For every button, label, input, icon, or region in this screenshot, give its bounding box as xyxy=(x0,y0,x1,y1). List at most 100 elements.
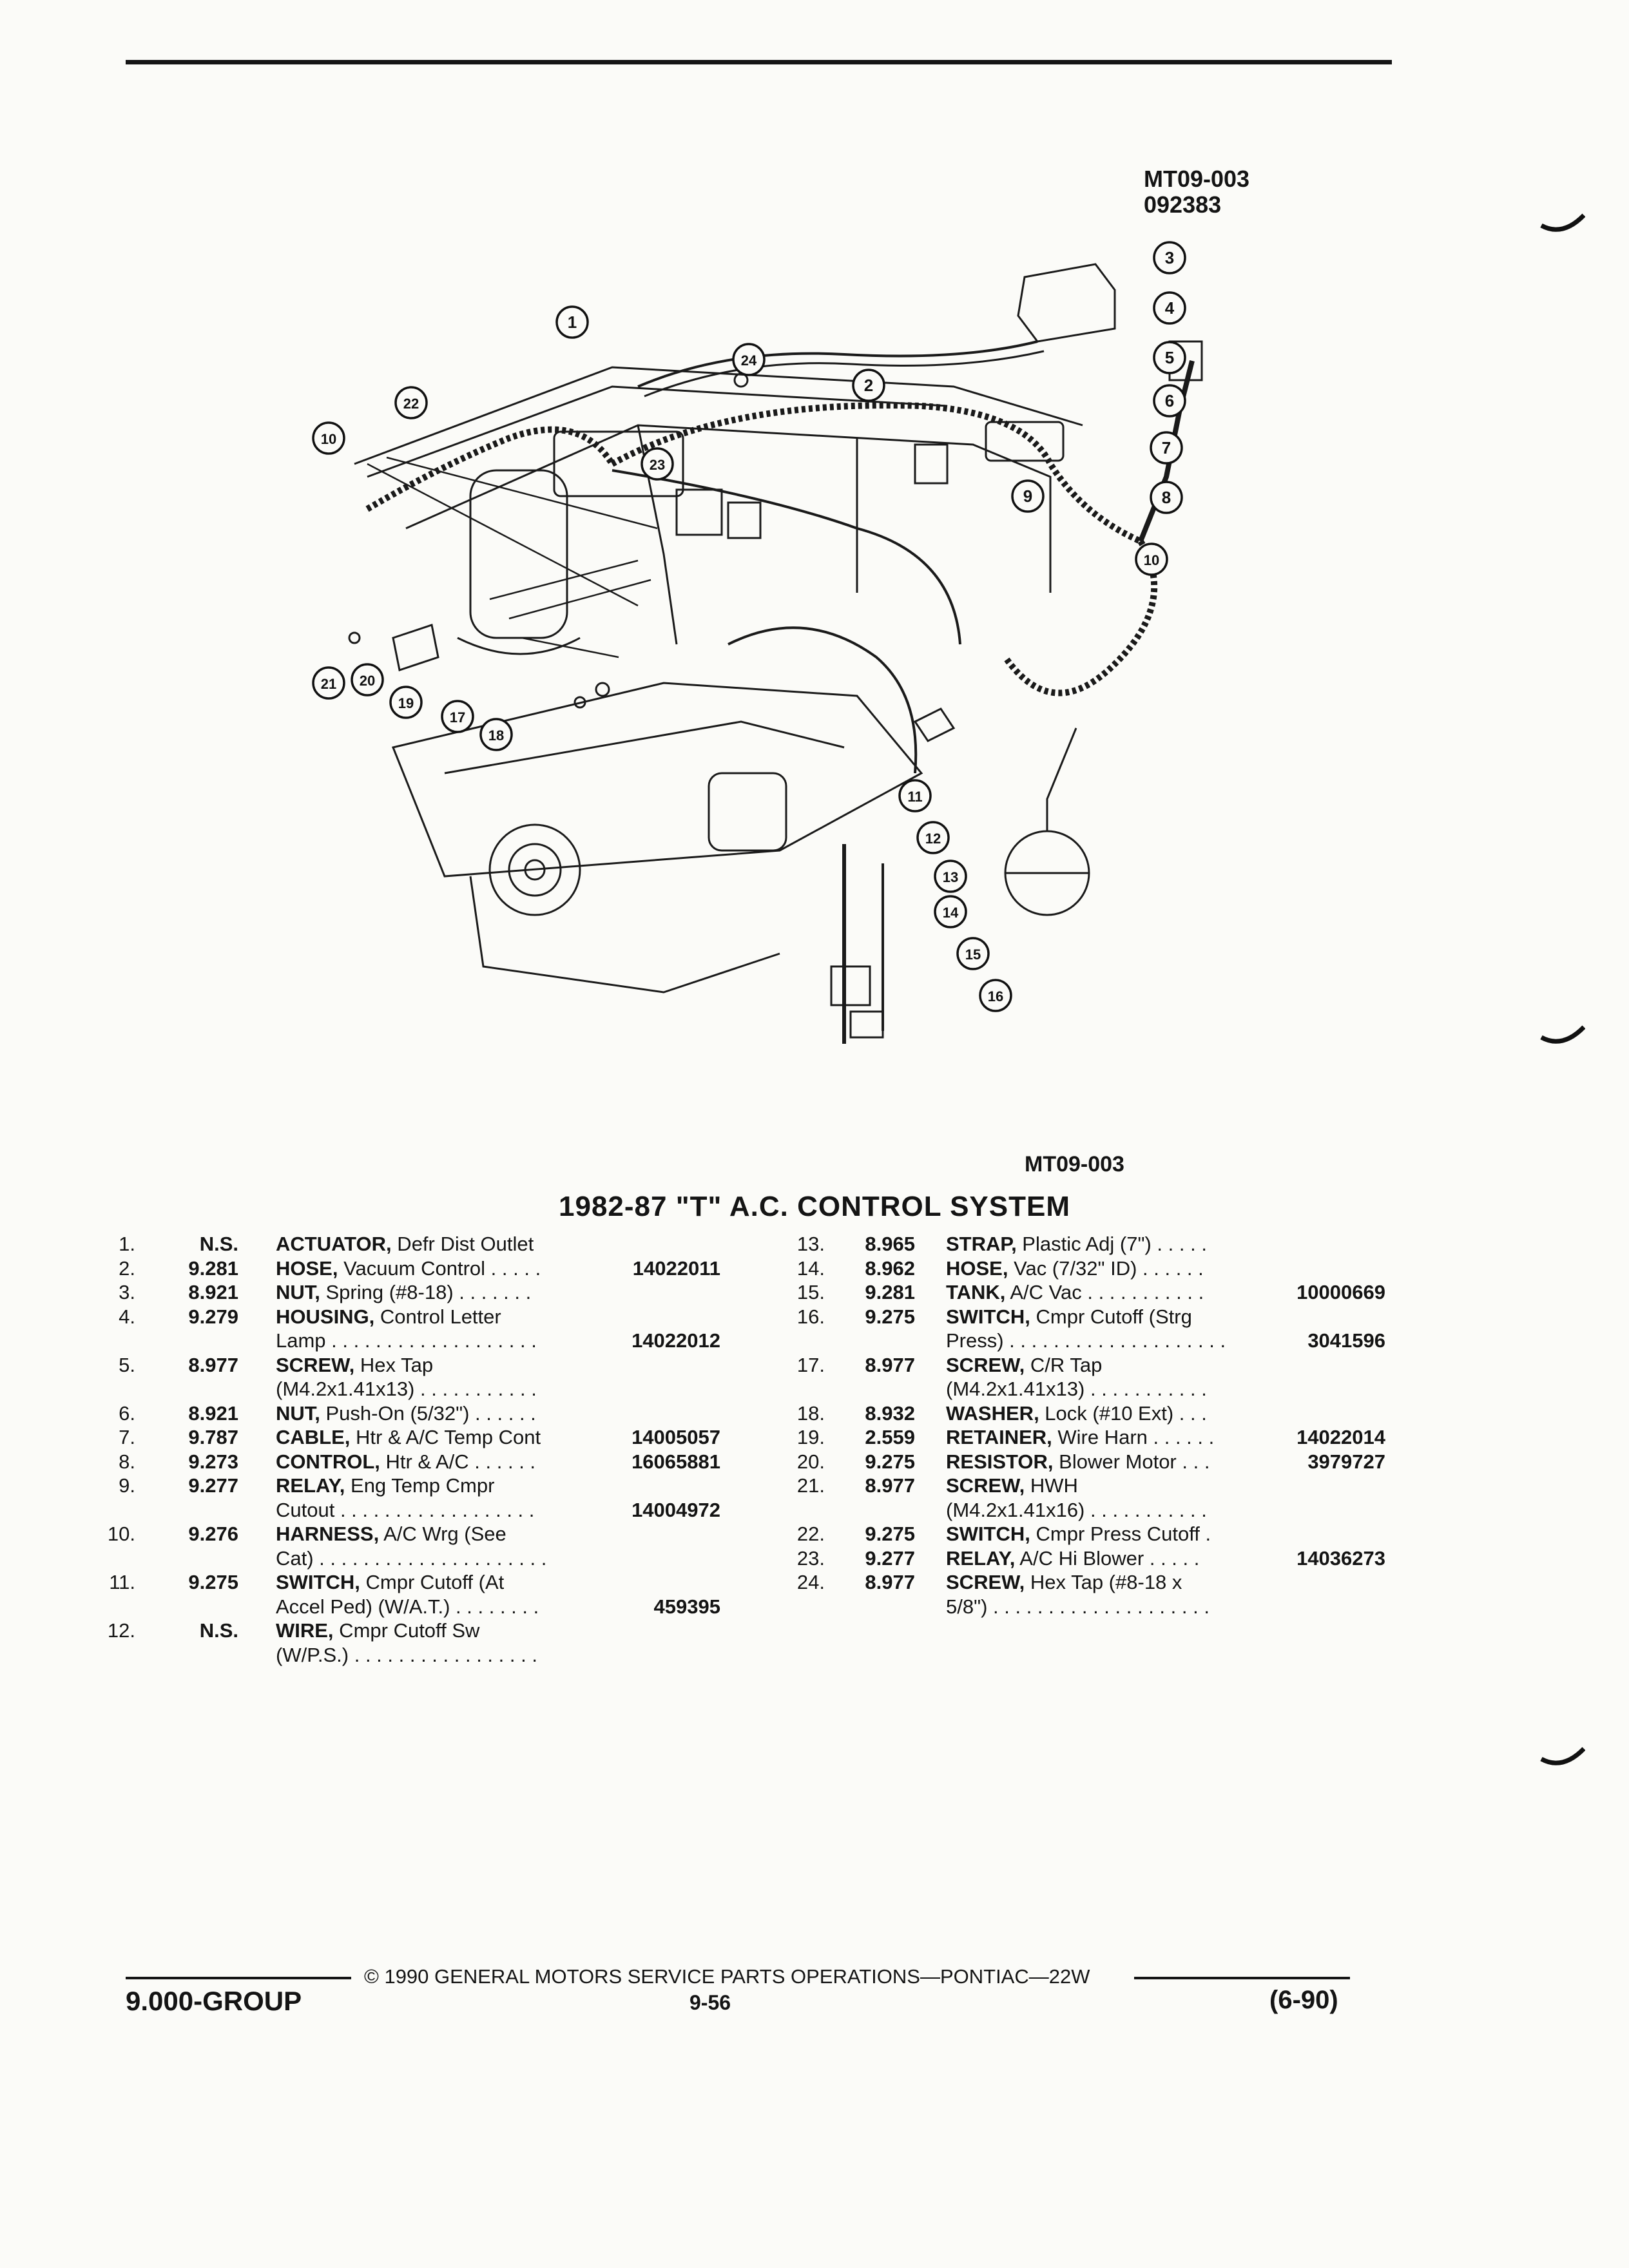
group-code: 8.932 xyxy=(865,1401,915,1425)
part-description: STRAP, Plastic Adj (7") . . . . . xyxy=(946,1232,1207,1256)
part-description: Accel Ped) (W/A.T.) . . . . . . . . xyxy=(276,1595,539,1619)
harness-left xyxy=(365,426,615,512)
item-number: 17. xyxy=(796,1353,825,1376)
part-detail: Plastic Adj (7") . . . . . xyxy=(1016,1233,1207,1255)
figure-code-block: MT09-003 092383 xyxy=(1144,166,1249,218)
callout-label: 18 xyxy=(488,727,504,744)
part-description: CONTROL, Htr & A/C . . . . . . xyxy=(276,1450,535,1474)
footer-rule-right xyxy=(1134,1977,1350,1979)
parts-list-row: (W/P.S.) . . . . . . . . . . . . . . . .… xyxy=(0,1643,1629,1667)
item-number: 3. xyxy=(119,1281,135,1303)
part-number: 3041596 xyxy=(1307,1329,1385,1352)
callout-label: 8 xyxy=(1162,488,1171,507)
part-detail: Vac (7/32" ID) . . . . . . xyxy=(1008,1256,1204,1280)
group-code: 9.281 xyxy=(865,1281,915,1303)
top-rule xyxy=(126,60,1392,64)
part-detail: A/C Wrg (See xyxy=(379,1523,506,1545)
item-number: 23. xyxy=(796,1546,825,1570)
part-description: Lamp . . . . . . . . . . . . . . . . . .… xyxy=(276,1329,537,1353)
group-code: 8.921 xyxy=(188,1281,238,1303)
callout-6: 6 xyxy=(1153,384,1186,418)
part-number: 14004972 xyxy=(631,1498,720,1521)
part-name: STRAP, xyxy=(946,1233,1017,1255)
callout-label: 6 xyxy=(1165,391,1174,410)
part-name: SWITCH, xyxy=(276,1571,360,1593)
callout-1: 1 xyxy=(555,305,589,339)
callout-22: 22 xyxy=(394,386,428,419)
callout-label: 5 xyxy=(1165,348,1174,367)
parts-list-row: 12.N.S.WIRE, Cmpr Cutoff Sw xyxy=(0,1619,1629,1642)
part-description: Cat) . . . . . . . . . . . . . . . . . .… xyxy=(276,1546,546,1571)
part-detail: Htr & A/C . . . . . . xyxy=(380,1450,536,1473)
part-description: RELAY, A/C Hi Blower . . . . . xyxy=(946,1546,1199,1571)
part-number: 3979727 xyxy=(1307,1450,1385,1473)
harness-center xyxy=(610,402,1142,544)
item-number: 13. xyxy=(796,1233,825,1255)
item-number: 21. xyxy=(796,1474,825,1497)
part-description: Cutout . . . . . . . . . . . . . . . . .… xyxy=(276,1498,534,1523)
group-code: 9.275 xyxy=(865,1523,915,1545)
callout-label: 1 xyxy=(568,312,577,332)
part-name: TANK, xyxy=(946,1281,1006,1303)
parts-list-row: Accel Ped) (W/A.T.) . . . . . . . .45939… xyxy=(0,1595,1629,1619)
footer-date: (6-90) xyxy=(1269,1986,1338,2014)
group-code: 8.977 xyxy=(865,1474,915,1497)
callout-label: 3 xyxy=(1165,248,1174,267)
figure-code: MT09-003 xyxy=(1144,166,1250,192)
callout-9: 9 xyxy=(1011,479,1045,513)
parts-list-row: Cat) . . . . . . . . . . . . . . . . . .… xyxy=(0,1546,1629,1570)
part-name: SWITCH, xyxy=(946,1523,1030,1545)
parts-list-row: 1.N.S.ACTUATOR, Defr Dist Outlet xyxy=(0,1232,1629,1256)
part-detail: Wire Harn . . . . . . xyxy=(1052,1426,1215,1448)
callout-24: 24 xyxy=(732,343,766,376)
group-code: 2.559 xyxy=(865,1426,915,1448)
parts-list-row: 5/8") . . . . . . . . . . . . . . . . . … xyxy=(0,1595,1629,1619)
callout-label: 15 xyxy=(965,947,981,963)
callout-label: 20 xyxy=(360,673,375,689)
part-detail: A/C Vac . . . . . . . . . . . xyxy=(1005,1281,1204,1303)
binder-mark-bottom xyxy=(1540,1747,1585,1765)
cowl-edge xyxy=(354,366,1083,465)
page-title: 1982-87 "T" A.C. CONTROL SYSTEM xyxy=(559,1191,1070,1222)
part-name: CONTROL, xyxy=(276,1450,380,1473)
part-description: NUT, Spring (#8-18) . . . . . . . xyxy=(276,1280,531,1305)
item-number: 12. xyxy=(107,1619,135,1642)
item-number: 8. xyxy=(119,1450,135,1473)
item-number: 5. xyxy=(119,1353,135,1376)
part-name: RELAY, xyxy=(276,1474,345,1497)
callout-3: 3 xyxy=(1153,241,1186,274)
engine-block xyxy=(391,682,923,878)
part-detail: Hex Tap xyxy=(354,1353,434,1376)
callout-10: 10 xyxy=(312,421,345,455)
parts-list-row: 3. 8.921 NUT, Spring (#8-18) . . . . . . . xyxy=(0,1280,1629,1304)
part-number: 14036273 xyxy=(1296,1546,1385,1570)
accel-switch xyxy=(913,707,956,742)
part-description: SCREW, Hex Tap (#8-18 x xyxy=(946,1570,1182,1595)
vacuum-hose xyxy=(637,340,1038,388)
part-name: SCREW, xyxy=(946,1571,1025,1593)
figure-date-code: 092383 xyxy=(1144,191,1222,218)
group-code: 8.977 xyxy=(188,1353,238,1376)
part-number: 14022011 xyxy=(632,1256,720,1280)
part-description: CABLE, Htr & A/C Temp Cont xyxy=(276,1425,541,1450)
part-name: RETAINER, xyxy=(946,1426,1052,1448)
item-number: 1. xyxy=(119,1233,135,1255)
group-code: 9.275 xyxy=(865,1450,915,1473)
part-detail: (M4.2x1.41x13) . . . . . . . . . . . xyxy=(946,1378,1207,1400)
group-code: 8.965 xyxy=(865,1233,915,1255)
binder-mark-middle xyxy=(1540,1025,1585,1044)
parts-list-row: (M4.2x1.41x13) . . . . . . . . . . . xyxy=(0,1377,1629,1401)
part-description: HARNESS, A/C Wrg (See xyxy=(276,1522,506,1546)
part-detail: Press) . . . . . . . . . . . . . . . . .… xyxy=(946,1329,1226,1352)
part-name: RELAY, xyxy=(946,1546,1016,1570)
part-description: RETAINER, Wire Harn . . . . . . xyxy=(946,1425,1214,1450)
group-code: 9.275 xyxy=(865,1305,915,1328)
exploded-view-diagram: 1234567891010111213141516171819202122232… xyxy=(312,241,1203,1044)
harness-right xyxy=(1002,539,1158,697)
